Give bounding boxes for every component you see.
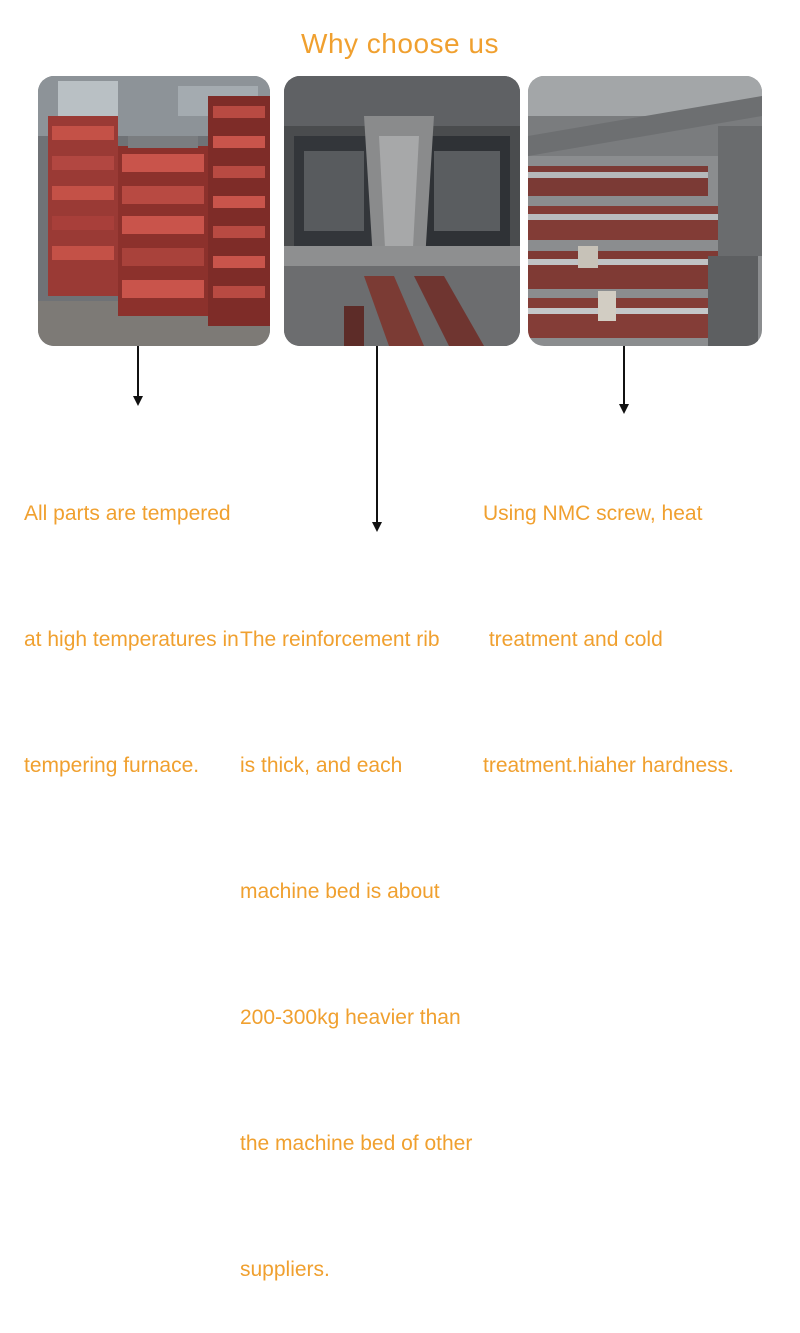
reinforcement-rib-caption: The reinforcement rib is thick, and each… (240, 535, 472, 1333)
nmc-screw-caption: Using NMC screw, heat treatment and cold… (483, 409, 734, 829)
caption-line: treatment and cold (483, 628, 663, 651)
caption-line: at high temperatures in (24, 628, 239, 651)
arrow-to-rib-caption (372, 346, 382, 532)
arrow-to-screw-caption (619, 346, 629, 414)
caption-line: 200-300kg heavier than (240, 1006, 461, 1029)
tempered-parts-photo (38, 76, 270, 346)
page-title: Why choose us (301, 28, 499, 59)
caption-line: tempering furnace. (24, 754, 200, 777)
caption-line: suppliers. (240, 1258, 330, 1281)
caption-line: the machine bed of other (240, 1132, 473, 1155)
caption-line: is thick, and each (240, 754, 403, 777)
nmc-screw-photo (528, 76, 762, 346)
arrow-to-tempering-caption (133, 346, 143, 406)
caption-line: treatment.hiaher hardness. (483, 754, 734, 777)
caption-line: machine bed is about (240, 880, 440, 903)
caption-line: All parts are tempered (24, 502, 231, 525)
tempering-caption: All parts are tempered at high temperatu… (24, 409, 239, 829)
reinforcement-rib-photo (284, 76, 520, 346)
caption-line: The reinforcement rib (240, 628, 440, 651)
caption-line: Using NMC screw, heat (483, 502, 703, 525)
